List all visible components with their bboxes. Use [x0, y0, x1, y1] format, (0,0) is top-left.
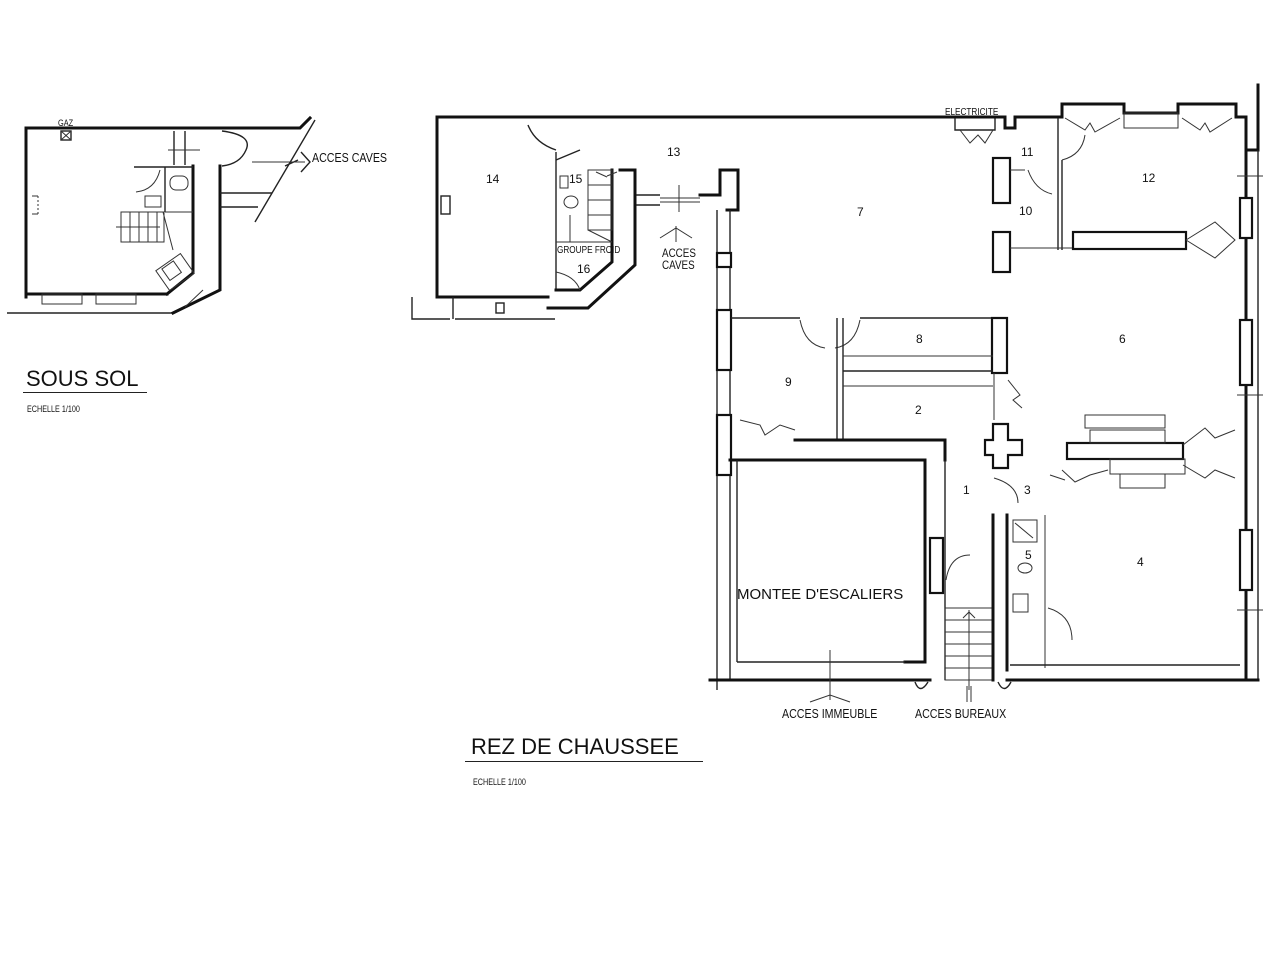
ground-floor-title: REZ DE CHAUSSEE: [471, 734, 679, 759]
room-6-label: 6: [1119, 332, 1126, 346]
room-3-label: 3: [1024, 483, 1031, 497]
room-1-label: 1: [963, 483, 970, 497]
room-10-label: 10: [1019, 204, 1033, 218]
room-7-label: 7: [857, 205, 864, 219]
stairwell-label: MONTEE D'ESCALIERS: [737, 586, 904, 603]
room-11-label: 11: [1021, 145, 1034, 159]
room-14-label: 14: [486, 172, 500, 186]
ground-floor-plan: [411, 83, 1263, 703]
basement-title: SOUS SOL: [26, 366, 139, 391]
room-4-label: 4: [1137, 555, 1144, 569]
room-5-label: 5: [1025, 548, 1032, 562]
office-access-label: ACCES BUREAUX: [915, 706, 1007, 721]
basement-cellar-access-label: ACCES CAVES: [312, 150, 388, 165]
basement-plan: [7, 115, 316, 316]
room-13-label: 13: [667, 145, 681, 159]
cellar-access-label-line2: CAVES: [662, 258, 695, 272]
room-12-label: 12: [1142, 171, 1156, 185]
room-16-label: 16: [577, 262, 591, 276]
cellar-access-label-line1: ACCES: [662, 246, 696, 260]
room-15-label: 15: [569, 172, 583, 186]
basement-title-underline: [23, 392, 147, 393]
room-9-label: 9: [785, 375, 792, 389]
building-access-label: ACCES IMMEUBLE: [782, 706, 878, 721]
room-8-label: 8: [916, 332, 923, 346]
cold-unit-label: GROUPE FROID: [557, 245, 621, 256]
electricity-label: ELECTRICITE: [945, 107, 999, 118]
gas-label: GAZ: [58, 118, 74, 128]
basement-scale: ECHELLE 1/100: [27, 404, 80, 414]
ground-floor-scale: ECHELLE 1/100: [473, 777, 526, 787]
room-2-label: 2: [915, 403, 922, 417]
ground-floor-title-underline: [465, 761, 703, 762]
